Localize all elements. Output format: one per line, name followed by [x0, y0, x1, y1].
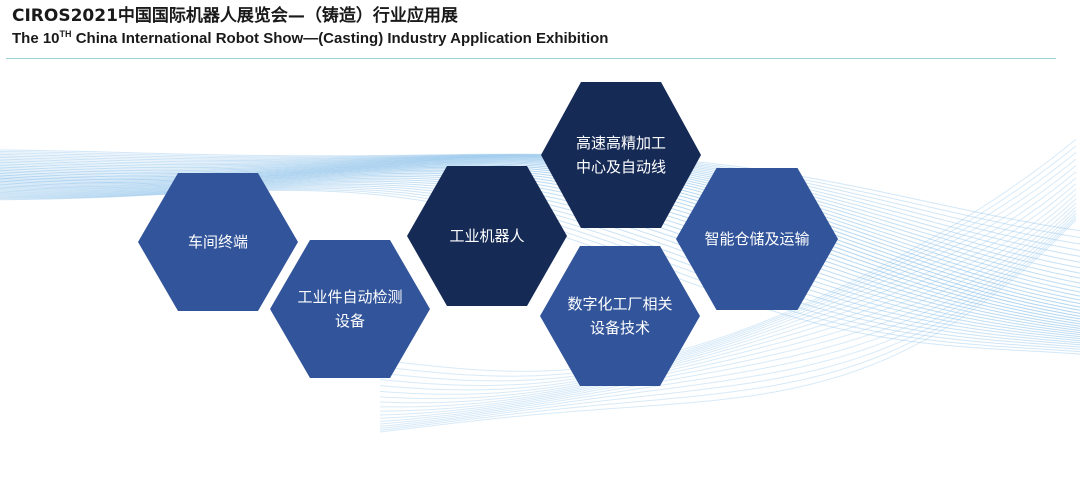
hex-smart-warehouse-line-1: 智能仓储及运输	[704, 230, 810, 248]
wave-line	[379, 193, 1077, 412]
wave-line	[0, 149, 1080, 232]
header: CIROS2021中国国际机器人展览会—（铸造）行业应用展 The 10TH C…	[12, 4, 608, 50]
wave-line	[0, 155, 1080, 257]
hex-workshop-terminal-line-1: 车间终端	[187, 233, 248, 251]
wave-line	[379, 206, 1077, 422]
wave-line	[0, 157, 1080, 289]
hex-digital-factory-line-2: 设备技术	[589, 319, 650, 337]
wave-line	[379, 212, 1077, 427]
title-english-suffix: China International Robot Show—(Casting)…	[71, 30, 609, 47]
wave-line	[0, 159, 1080, 297]
wave-line	[379, 152, 1077, 382]
hex-workpiece-inspection-line-2: 设备	[334, 312, 365, 330]
title-english-superscript: TH	[59, 29, 72, 39]
wave-line	[379, 145, 1077, 377]
wave-line	[379, 158, 1077, 386]
wave-line	[0, 158, 1080, 293]
hex-workpiece-inspection-line-1: 工业件自动检测	[297, 288, 403, 306]
wave-line	[379, 139, 1077, 372]
hex-machining-center-line-2: 中心及自动线	[575, 158, 666, 176]
wave-line	[0, 156, 1080, 274]
wave-line	[379, 183, 1077, 404]
wave-line	[379, 219, 1077, 433]
title-english-prefix: The 10	[12, 30, 60, 47]
hex-industrial-robot-line-1: 工业机器人	[449, 227, 525, 245]
wave-line	[0, 157, 1080, 284]
hex-machining-center-line-1: 高速高精加工	[575, 134, 666, 152]
wave-line	[379, 209, 1077, 425]
wave-line	[379, 198, 1077, 416]
wave-line	[0, 155, 1080, 263]
hex-digital-factory: 数字化工厂相关 设备技术	[540, 246, 700, 386]
title-english: The 10TH China International Robot Show—…	[12, 28, 608, 50]
hex-machining-center: 高速高精加工 中心及自动线	[541, 82, 701, 228]
wave-line	[0, 153, 1080, 251]
wave-line	[379, 188, 1077, 408]
wave-line	[379, 165, 1077, 391]
header-divider	[6, 58, 1056, 59]
wave-line	[379, 177, 1077, 400]
wave-line	[379, 215, 1077, 429]
wave-line	[379, 171, 1077, 395]
hex-digital-factory-line-1: 数字化工厂相关	[567, 295, 673, 313]
wave-line	[0, 151, 1080, 238]
wave-line	[379, 202, 1077, 419]
title-chinese: CIROS2021中国国际机器人展览会—（铸造）行业应用展	[12, 6, 458, 26]
wave-line	[0, 156, 1080, 279]
wave-line	[0, 152, 1080, 245]
wave-line	[379, 217, 1077, 431]
